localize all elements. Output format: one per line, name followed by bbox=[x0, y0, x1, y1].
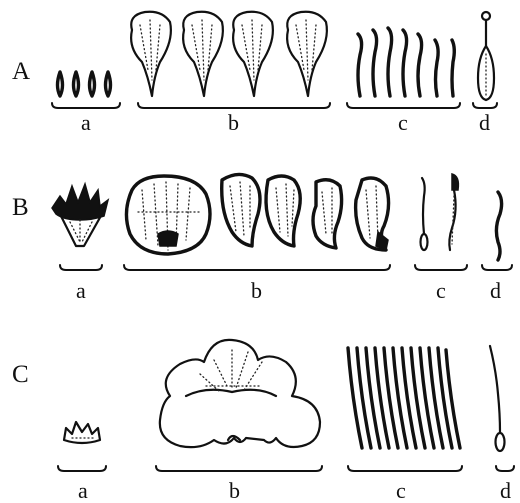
row-a-part-a-sepals bbox=[58, 72, 111, 96]
row-c-part-a-calyx bbox=[64, 422, 100, 443]
row-b-part-b-petals bbox=[126, 174, 388, 254]
row-b-sub-label-c: c bbox=[436, 278, 446, 303]
row-c-sub-label-a: a bbox=[78, 478, 88, 503]
row-c-part-b-corolla bbox=[160, 340, 320, 447]
row-a-brackets bbox=[52, 103, 497, 108]
row-c-brackets bbox=[58, 466, 514, 471]
row-a-sub-label-b: b bbox=[228, 110, 239, 135]
row-b-brackets bbox=[60, 265, 512, 270]
row-b-sub-label-b: b bbox=[251, 278, 262, 303]
row-a-sub-label-c: c bbox=[398, 110, 408, 135]
row-label-b: B bbox=[12, 194, 29, 221]
row-c-part-d-pistil bbox=[490, 346, 505, 451]
row-a-part-b-petals bbox=[131, 12, 327, 96]
row-a-sub-label-d: d bbox=[479, 110, 490, 135]
row-b-part-d-pistil bbox=[496, 192, 501, 260]
row-c-sub-label-c: c bbox=[396, 478, 406, 503]
row-a-part-c-stamens bbox=[358, 28, 454, 96]
row-label-c: C bbox=[12, 361, 29, 388]
row-b: B bbox=[12, 174, 512, 303]
row-a-sub-label-a: a bbox=[81, 110, 91, 135]
row-c-sub-label-b: b bbox=[229, 478, 240, 503]
row-b-part-c-stamens bbox=[421, 174, 459, 250]
row-c-sub-label-d: d bbox=[500, 478, 511, 503]
row-a: A bbox=[12, 12, 497, 135]
row-b-part-a-calyx bbox=[52, 184, 108, 246]
row-label-a: A bbox=[12, 58, 30, 85]
row-c: C bbox=[12, 340, 514, 503]
row-b-sub-label-a: a bbox=[76, 278, 86, 303]
row-a-part-d-pistil bbox=[478, 12, 494, 100]
row-b-sub-label-d: d bbox=[490, 278, 501, 303]
row-c-part-c-stamens bbox=[348, 348, 460, 448]
